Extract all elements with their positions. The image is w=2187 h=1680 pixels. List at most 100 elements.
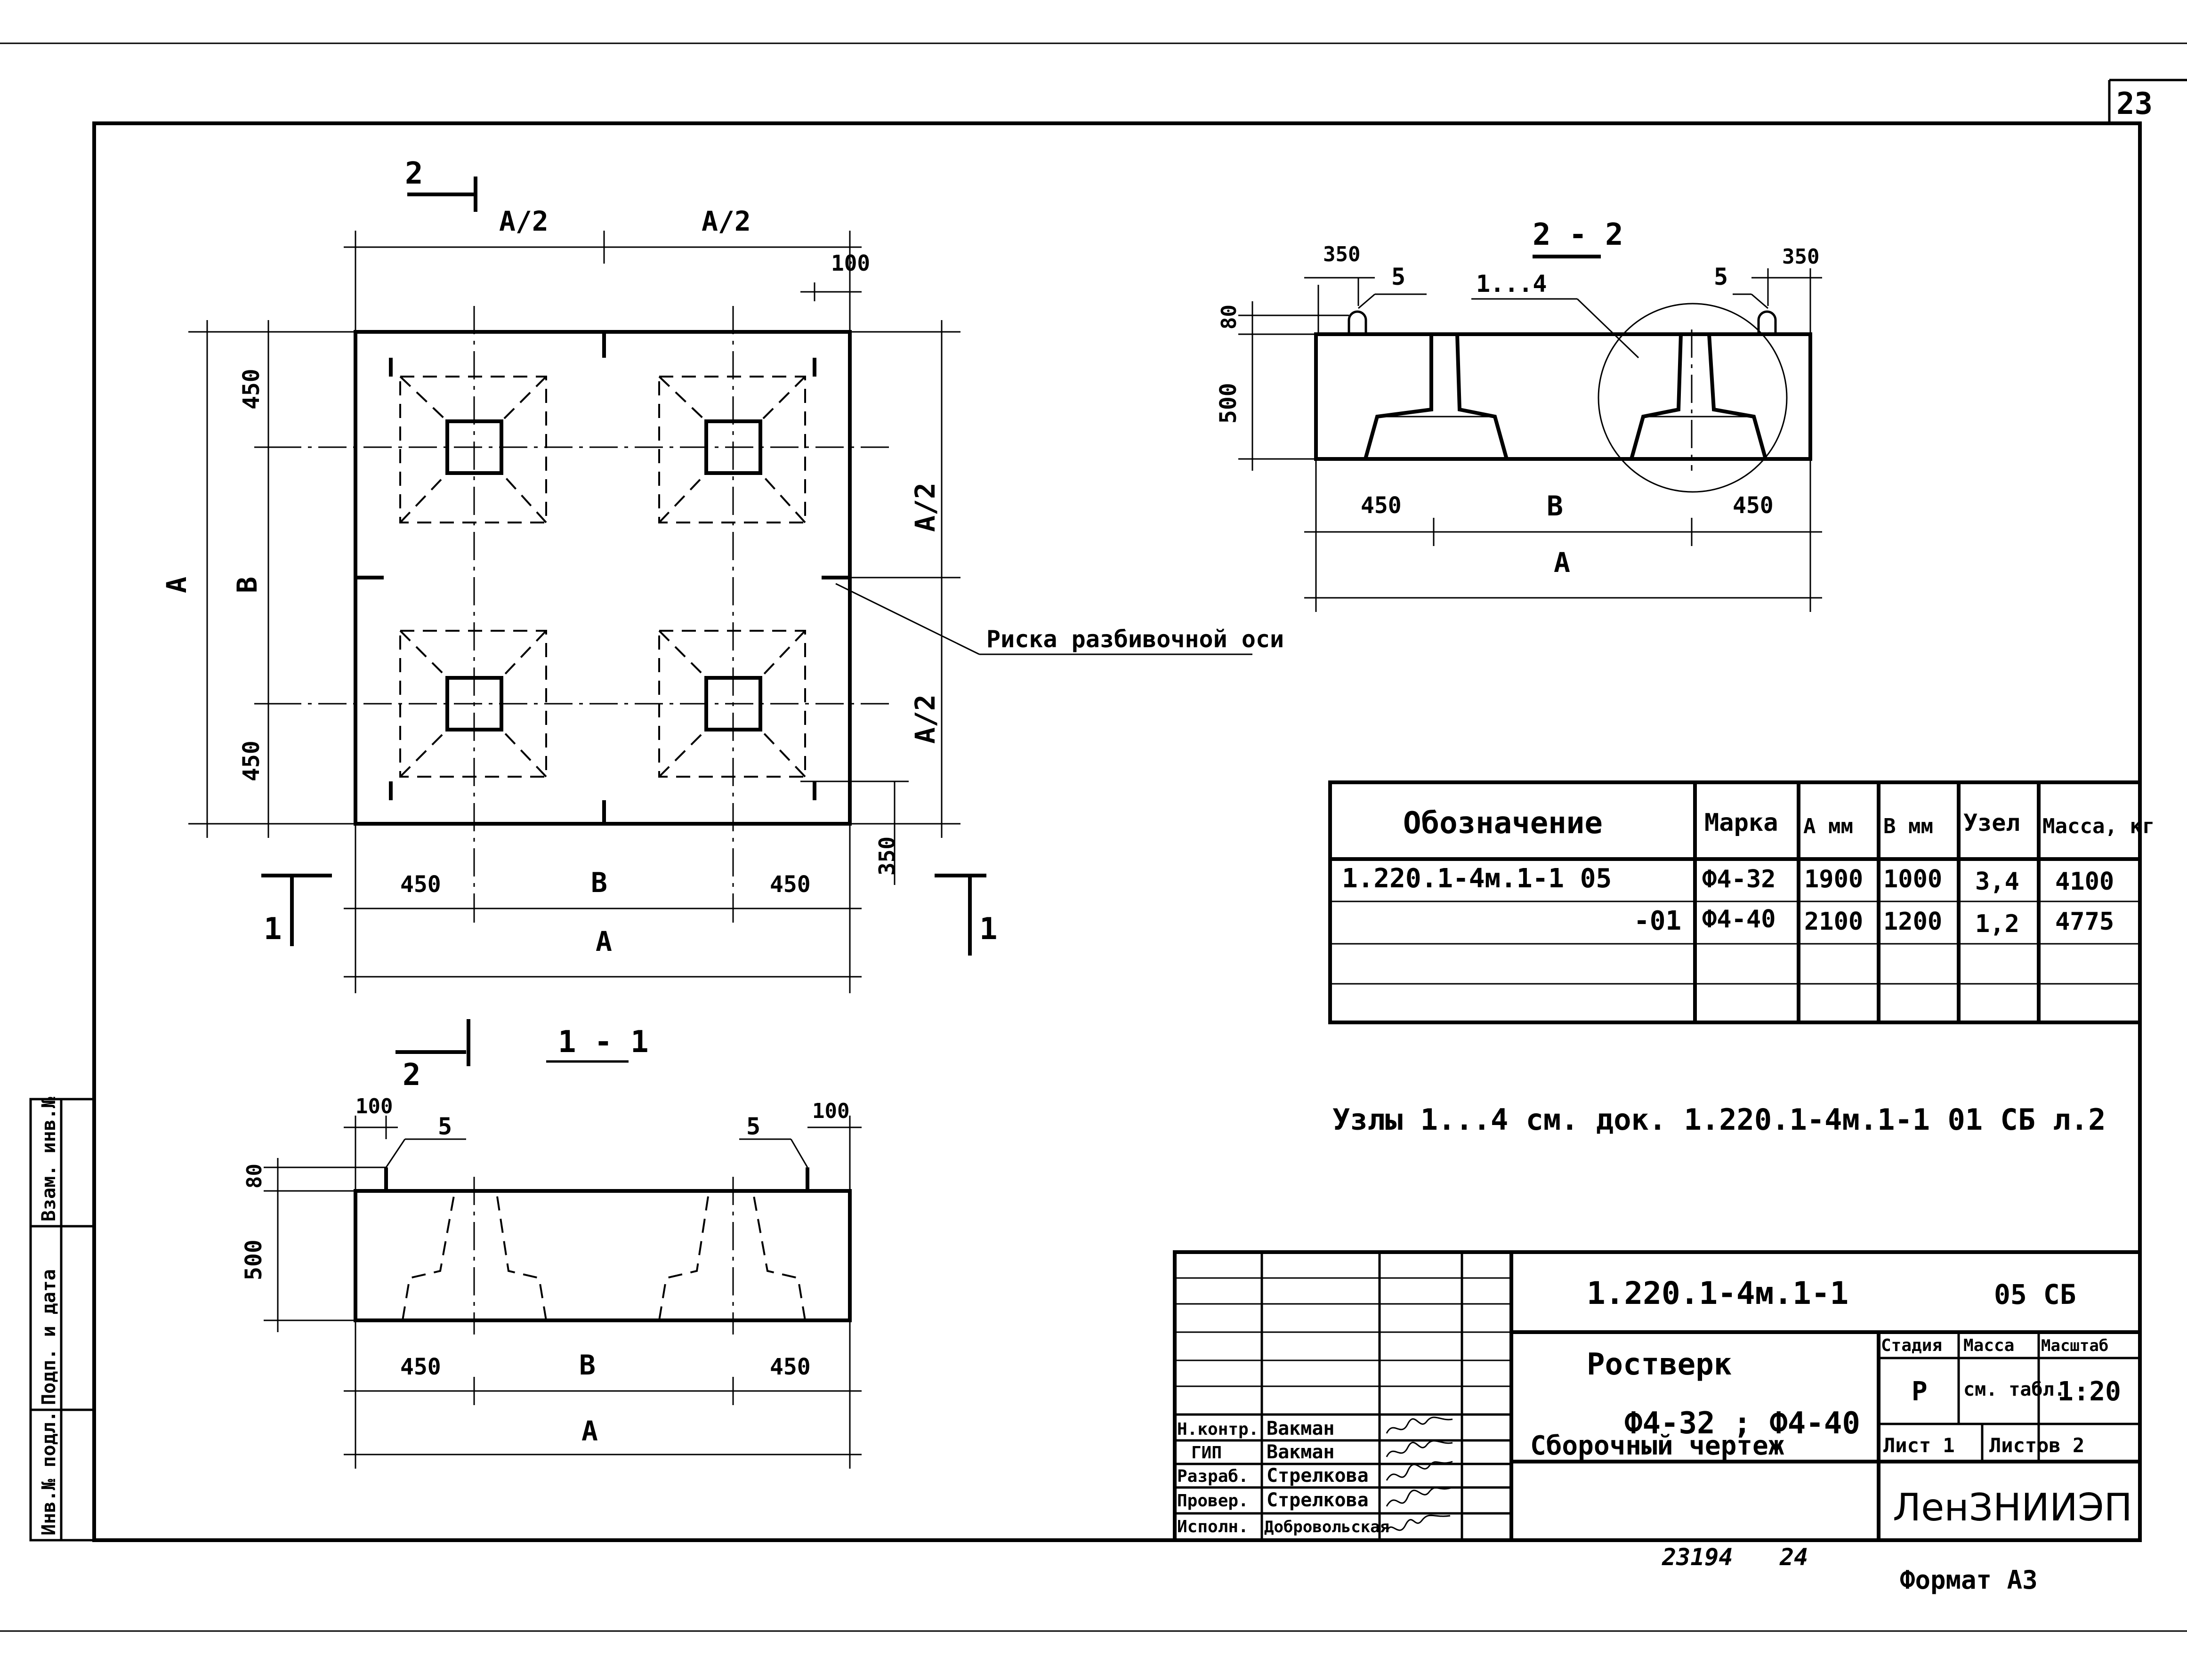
tb-role-2: ГИП xyxy=(1191,1443,1222,1463)
plan-dim-350: 350 xyxy=(874,836,900,876)
side-stamp: Инв.№ подл. Подп. и дата Взам. инв.№ xyxy=(29,1097,96,1542)
tb-scale: 1:20 xyxy=(2058,1376,2121,1407)
plan-labels: A/2 A/2 100 2 450 450 A B A/2 A/2 350 45… xyxy=(161,156,1284,957)
spec-header-uzel: Узел xyxy=(1963,809,2020,836)
tb-mass-label: Масса xyxy=(1963,1336,2014,1355)
tb-name-3: Сборочный чертеж xyxy=(1530,1431,1784,1461)
title-block xyxy=(1173,1250,2142,1542)
s11-dim-450-left: 450 xyxy=(400,1354,441,1380)
stamp-inv-podl: Инв.№ подл. xyxy=(38,1411,60,1535)
spec-cell-r1c2: Ф4-32 xyxy=(1702,865,1776,893)
spec-cell-r1c1: 1.220.1-4м.1-1 05 xyxy=(1342,863,1612,894)
sheet-code-2: 24 xyxy=(1779,1543,1808,1571)
s22-dim-450-left: 450 xyxy=(1361,492,1402,519)
spec-cell-r2c4: 1200 xyxy=(1883,908,1942,936)
s11-cut-2: 2 xyxy=(403,1058,421,1093)
tb-mass: см. табл. xyxy=(1963,1379,2066,1400)
tb-person-2: Вакман xyxy=(1267,1441,1335,1463)
s22-dim-350-left: 350 xyxy=(1323,242,1360,266)
spec-cell-r1c4: 1000 xyxy=(1883,865,1942,893)
s11-dim-80: 80 xyxy=(242,1164,266,1189)
tb-org: ЛенЗНИИЭП xyxy=(1893,1486,2132,1529)
s11-mark-5-left: 5 xyxy=(438,1113,452,1140)
plan-dim-b-left: B xyxy=(231,577,263,593)
spec-cell-r2c3: 2100 xyxy=(1804,908,1863,936)
tb-sheet: Лист 1 xyxy=(1883,1434,1955,1457)
section-1-1-labels: 1 - 1 2 100 100 5 5 80 500 450 B 450 A xyxy=(241,1025,849,1447)
plan-bottom-450-right: 450 xyxy=(770,871,811,898)
spec-cell-r1c6: 4100 xyxy=(2055,868,2114,896)
spec-header-b: B мм xyxy=(1883,814,1933,838)
plan-cut-2: 2 xyxy=(405,156,423,191)
s22-dim-80: 80 xyxy=(1217,305,1241,330)
spec-header-massa: Масса, кг xyxy=(2042,814,2155,838)
section-2-2-labels: 2 - 2 350 350 5 5 1...4 80 500 450 B 450… xyxy=(1215,217,1819,579)
tb-sheets: Листов 2 xyxy=(1989,1434,2084,1457)
section-2-2 xyxy=(1238,255,1822,612)
note-nodes: Узлы 1...4 см. док. 1.220.1-4м.1-1 01 СБ… xyxy=(1332,1102,2106,1137)
s22-dim-500: 500 xyxy=(1215,383,1242,424)
spec-header-a: A мм xyxy=(1803,814,1853,838)
tb-role-5: Исполн. xyxy=(1177,1517,1249,1536)
s11-dim-500: 500 xyxy=(241,1239,267,1280)
sheet-number: 23 xyxy=(2116,87,2153,121)
title-block-text: 1.220.1-4м.1-1 05 СБ Ростверк Ф4-32 ; Ф4… xyxy=(1177,1275,2132,1595)
s22-title: 2 - 2 xyxy=(1533,217,1623,252)
s22-dim-a: A xyxy=(1554,547,1570,579)
s11-mark-5-right: 5 xyxy=(746,1113,760,1140)
spec-cell-r2c6: 4775 xyxy=(2055,908,2114,936)
s22-dim-350-right: 350 xyxy=(1782,245,1819,269)
spec-cell-r2c5: 1,2 xyxy=(1975,910,2019,938)
s22-mark-5-right: 5 xyxy=(1714,263,1728,290)
tb-person-1: Вакман xyxy=(1267,1418,1335,1439)
plan-view xyxy=(188,177,1252,993)
tb-name-1: Ростверк xyxy=(1587,1347,1732,1382)
tb-name-2: Ф4-32 ; Ф4-40 xyxy=(1624,1406,1860,1441)
s11-dim-100-left: 100 xyxy=(355,1094,393,1118)
tb-person-4: Стрелкова xyxy=(1267,1489,1369,1511)
plan-bottom-450-left: 450 xyxy=(400,871,441,898)
spec-cell-r1c5: 3,4 xyxy=(1975,868,2019,896)
stamp-podp: Подп. и дата xyxy=(38,1269,60,1405)
tb-scale-label: Масштаб xyxy=(2041,1336,2108,1355)
tb-person-3: Стрелкова xyxy=(1267,1465,1369,1487)
s22-nodes: 1...4 xyxy=(1476,270,1547,297)
s11-dim-b: B xyxy=(579,1349,596,1381)
s11-title: 1 - 1 xyxy=(558,1025,649,1060)
tb-stage: Р xyxy=(1912,1376,1928,1407)
section-1-1 xyxy=(264,1019,862,1469)
tb-role-3: Разраб. xyxy=(1177,1467,1249,1486)
s22-dim-b: B xyxy=(1547,490,1563,522)
tb-doc-suffix: 05 СБ xyxy=(1994,1278,2076,1310)
spec-header-marka: Марка xyxy=(1704,809,1778,837)
plan-bottom-b: B xyxy=(591,867,607,899)
plan-bottom-a: A xyxy=(596,925,612,957)
plan-cut-1-right: 1 xyxy=(979,912,998,947)
s11-dim-100-right: 100 xyxy=(812,1099,849,1123)
tb-role-1: Н.контр. xyxy=(1177,1420,1259,1439)
plan-dim-a2-right-bottom: A/2 xyxy=(909,694,941,744)
plan-dim-a-left: A xyxy=(161,577,193,593)
tb-person-5: Добровольская xyxy=(1264,1518,1389,1536)
spec-table xyxy=(1328,780,2142,1024)
spec-table-text: Обозначение Марка A мм B мм Узел Масса, … xyxy=(1342,806,2155,938)
sheet-format: Формат А3 xyxy=(1900,1565,2038,1595)
spec-cell-r2c2: Ф4-40 xyxy=(1702,905,1776,933)
sheet-frame xyxy=(0,42,2187,1632)
plan-dim-100: 100 xyxy=(831,250,870,276)
s11-dim-a: A xyxy=(581,1415,598,1447)
plan-cut-1-left: 1 xyxy=(264,912,282,947)
plan-dim-a2-right-top: A/2 xyxy=(909,482,941,532)
plan-dim-450-bottom: 450 xyxy=(238,740,265,781)
s11-dim-450-right: 450 xyxy=(770,1354,811,1380)
stamp-vzam: Взам. инв.№ xyxy=(38,1097,60,1222)
spec-cell-r2c1: -01 xyxy=(1634,906,1681,936)
s22-dim-450-right: 450 xyxy=(1733,492,1774,519)
tb-role-4: Провер. xyxy=(1177,1491,1249,1511)
plan-dim-450-top: 450 xyxy=(238,369,265,410)
plan-dim-a2-right: A/2 xyxy=(702,205,751,237)
spec-cell-r1c3: 1900 xyxy=(1804,865,1863,893)
tb-doc-code: 1.220.1-4м.1-1 xyxy=(1587,1275,1848,1311)
sheet-code: 23194 xyxy=(1662,1543,1733,1571)
tb-stage-label: Стадия xyxy=(1881,1336,1942,1355)
